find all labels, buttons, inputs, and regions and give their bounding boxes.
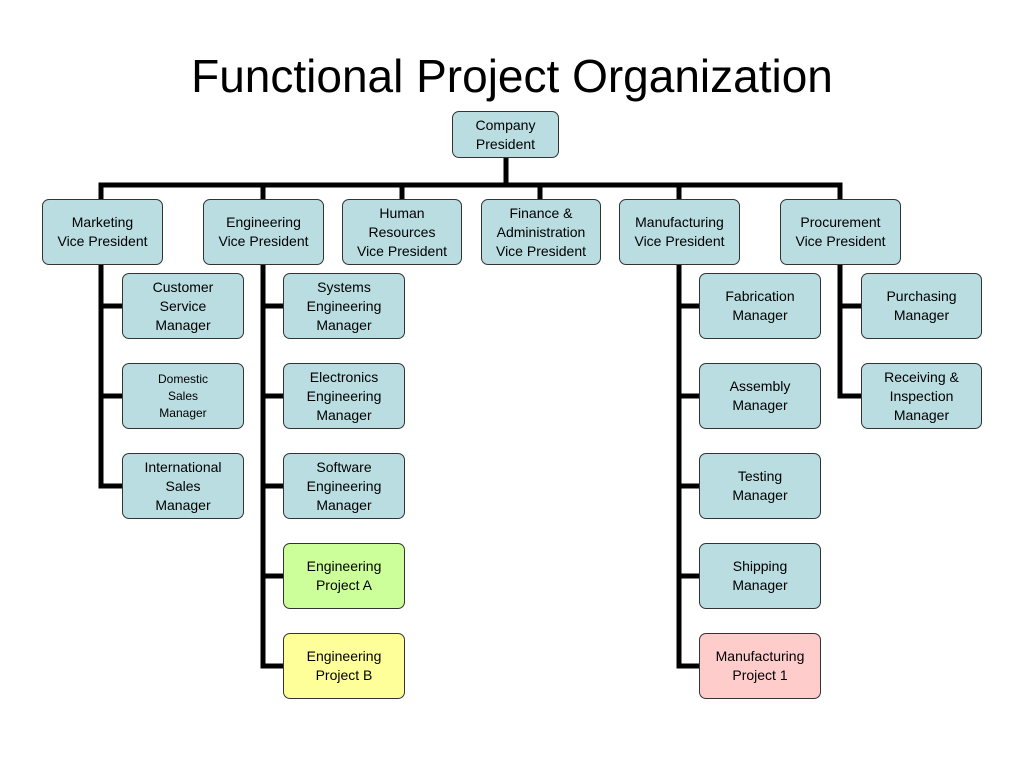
node-engineering-vp: Engineering Vice President [203,199,324,265]
node-international-sales-manager: International Sales Manager [122,453,244,519]
node-electronics-engineering-manager: Electronics Engineering Manager [283,363,405,429]
node-hr-vp: Human Resources Vice President [342,199,462,265]
node-testing-manager: Testing Manager [699,453,821,519]
node-customer-service-manager: Customer Service Manager [122,273,244,339]
node-manufacturing-project-1: Manufacturing Project 1 [699,633,821,699]
node-finance-vp: Finance & Administration Vice President [481,199,601,265]
node-shipping-manager: Shipping Manager [699,543,821,609]
node-receiving-inspection-manager: Receiving & Inspection Manager [861,363,982,429]
node-assembly-manager: Assembly Manager [699,363,821,429]
node-engineering-project-a: Engineering Project A [283,543,405,609]
node-engineering-project-b: Engineering Project B [283,633,405,699]
node-marketing-vp: Marketing Vice President [42,199,163,265]
node-systems-engineering-manager: Systems Engineering Manager [283,273,405,339]
node-software-engineering-manager: Software Engineering Manager [283,453,405,519]
node-purchasing-manager: Purchasing Manager [861,273,982,339]
node-manufacturing-vp: Manufacturing Vice President [619,199,740,265]
node-company-president: Company President [452,111,559,158]
page-title: Functional Project Organization [191,50,833,102]
node-fabrication-manager: Fabrication Manager [699,273,821,339]
node-domestic-sales-manager: Domestic Sales Manager [122,363,244,429]
node-procurement-vp: Procurement Vice President [780,199,901,265]
